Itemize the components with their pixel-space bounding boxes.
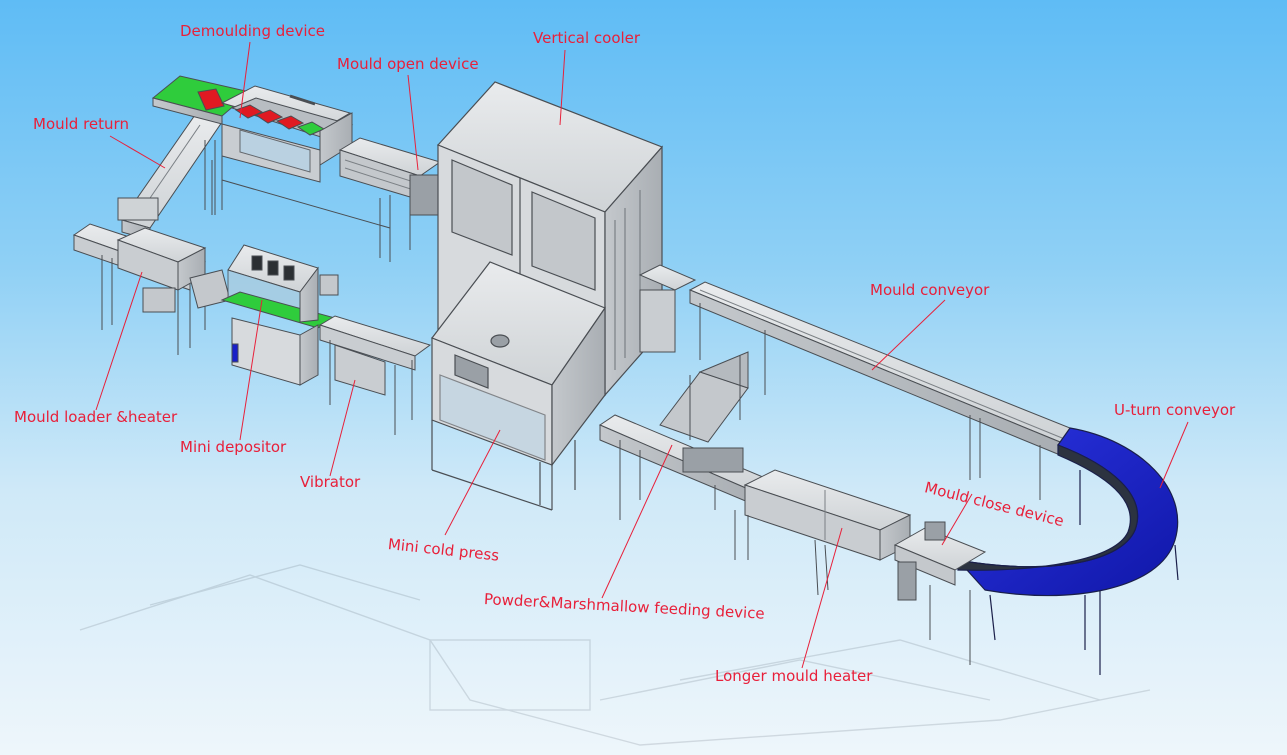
leader-u-turn-conveyor [1159,421,1189,489]
label-mould-loader-heater: Mould loader &heater [14,408,178,426]
leader-mini-depositor [239,299,263,441]
leader-mould-open-device [407,74,419,171]
leader-longer-mould-heater [801,527,843,669]
label-vertical-cooler: Vertical cooler [533,29,641,47]
leader-demoulding-device [239,41,251,119]
demoulding-device [151,75,391,262]
leader-mould-return [109,135,166,169]
label-mould-open-device: Mould open device [337,55,479,73]
leader-mini-cold-press [444,429,501,536]
mould-conveyor [638,264,1076,500]
label-demoulding-device: Demoulding device [180,22,325,40]
vibrator [318,315,432,435]
u-turn-conveyor [956,427,1179,675]
leader-lines [95,41,1189,669]
leader-mould-loader-heater [95,271,143,411]
label-vibrator: Vibrator [300,473,361,491]
leader-powder-marshmallow-feeding-device [601,444,673,599]
mould-close-device [893,521,987,665]
mould-return-conveyor [117,114,223,241]
label-mini-depositor: Mini depositor [180,438,287,456]
longer-mould-heater [734,469,912,596]
label-u-turn-conveyor: U-turn conveyor [1114,401,1236,419]
label-longer-mould-heater: Longer mould heater [715,667,873,685]
leader-mould-close-device [941,493,973,546]
leader-vertical-cooler [559,49,566,126]
mini-cold-press [431,261,606,511]
label-mould-conveyor: Mould conveyor [870,281,990,299]
leader-vibrator [329,379,356,477]
mould-open-device [338,137,442,250]
floor-reflection [79,564,1151,746]
leader-mould-conveyor [871,299,946,371]
label-mould-return: Mould return [33,115,129,133]
mini-depositor [220,244,339,386]
mould-loader-heater [72,223,231,355]
